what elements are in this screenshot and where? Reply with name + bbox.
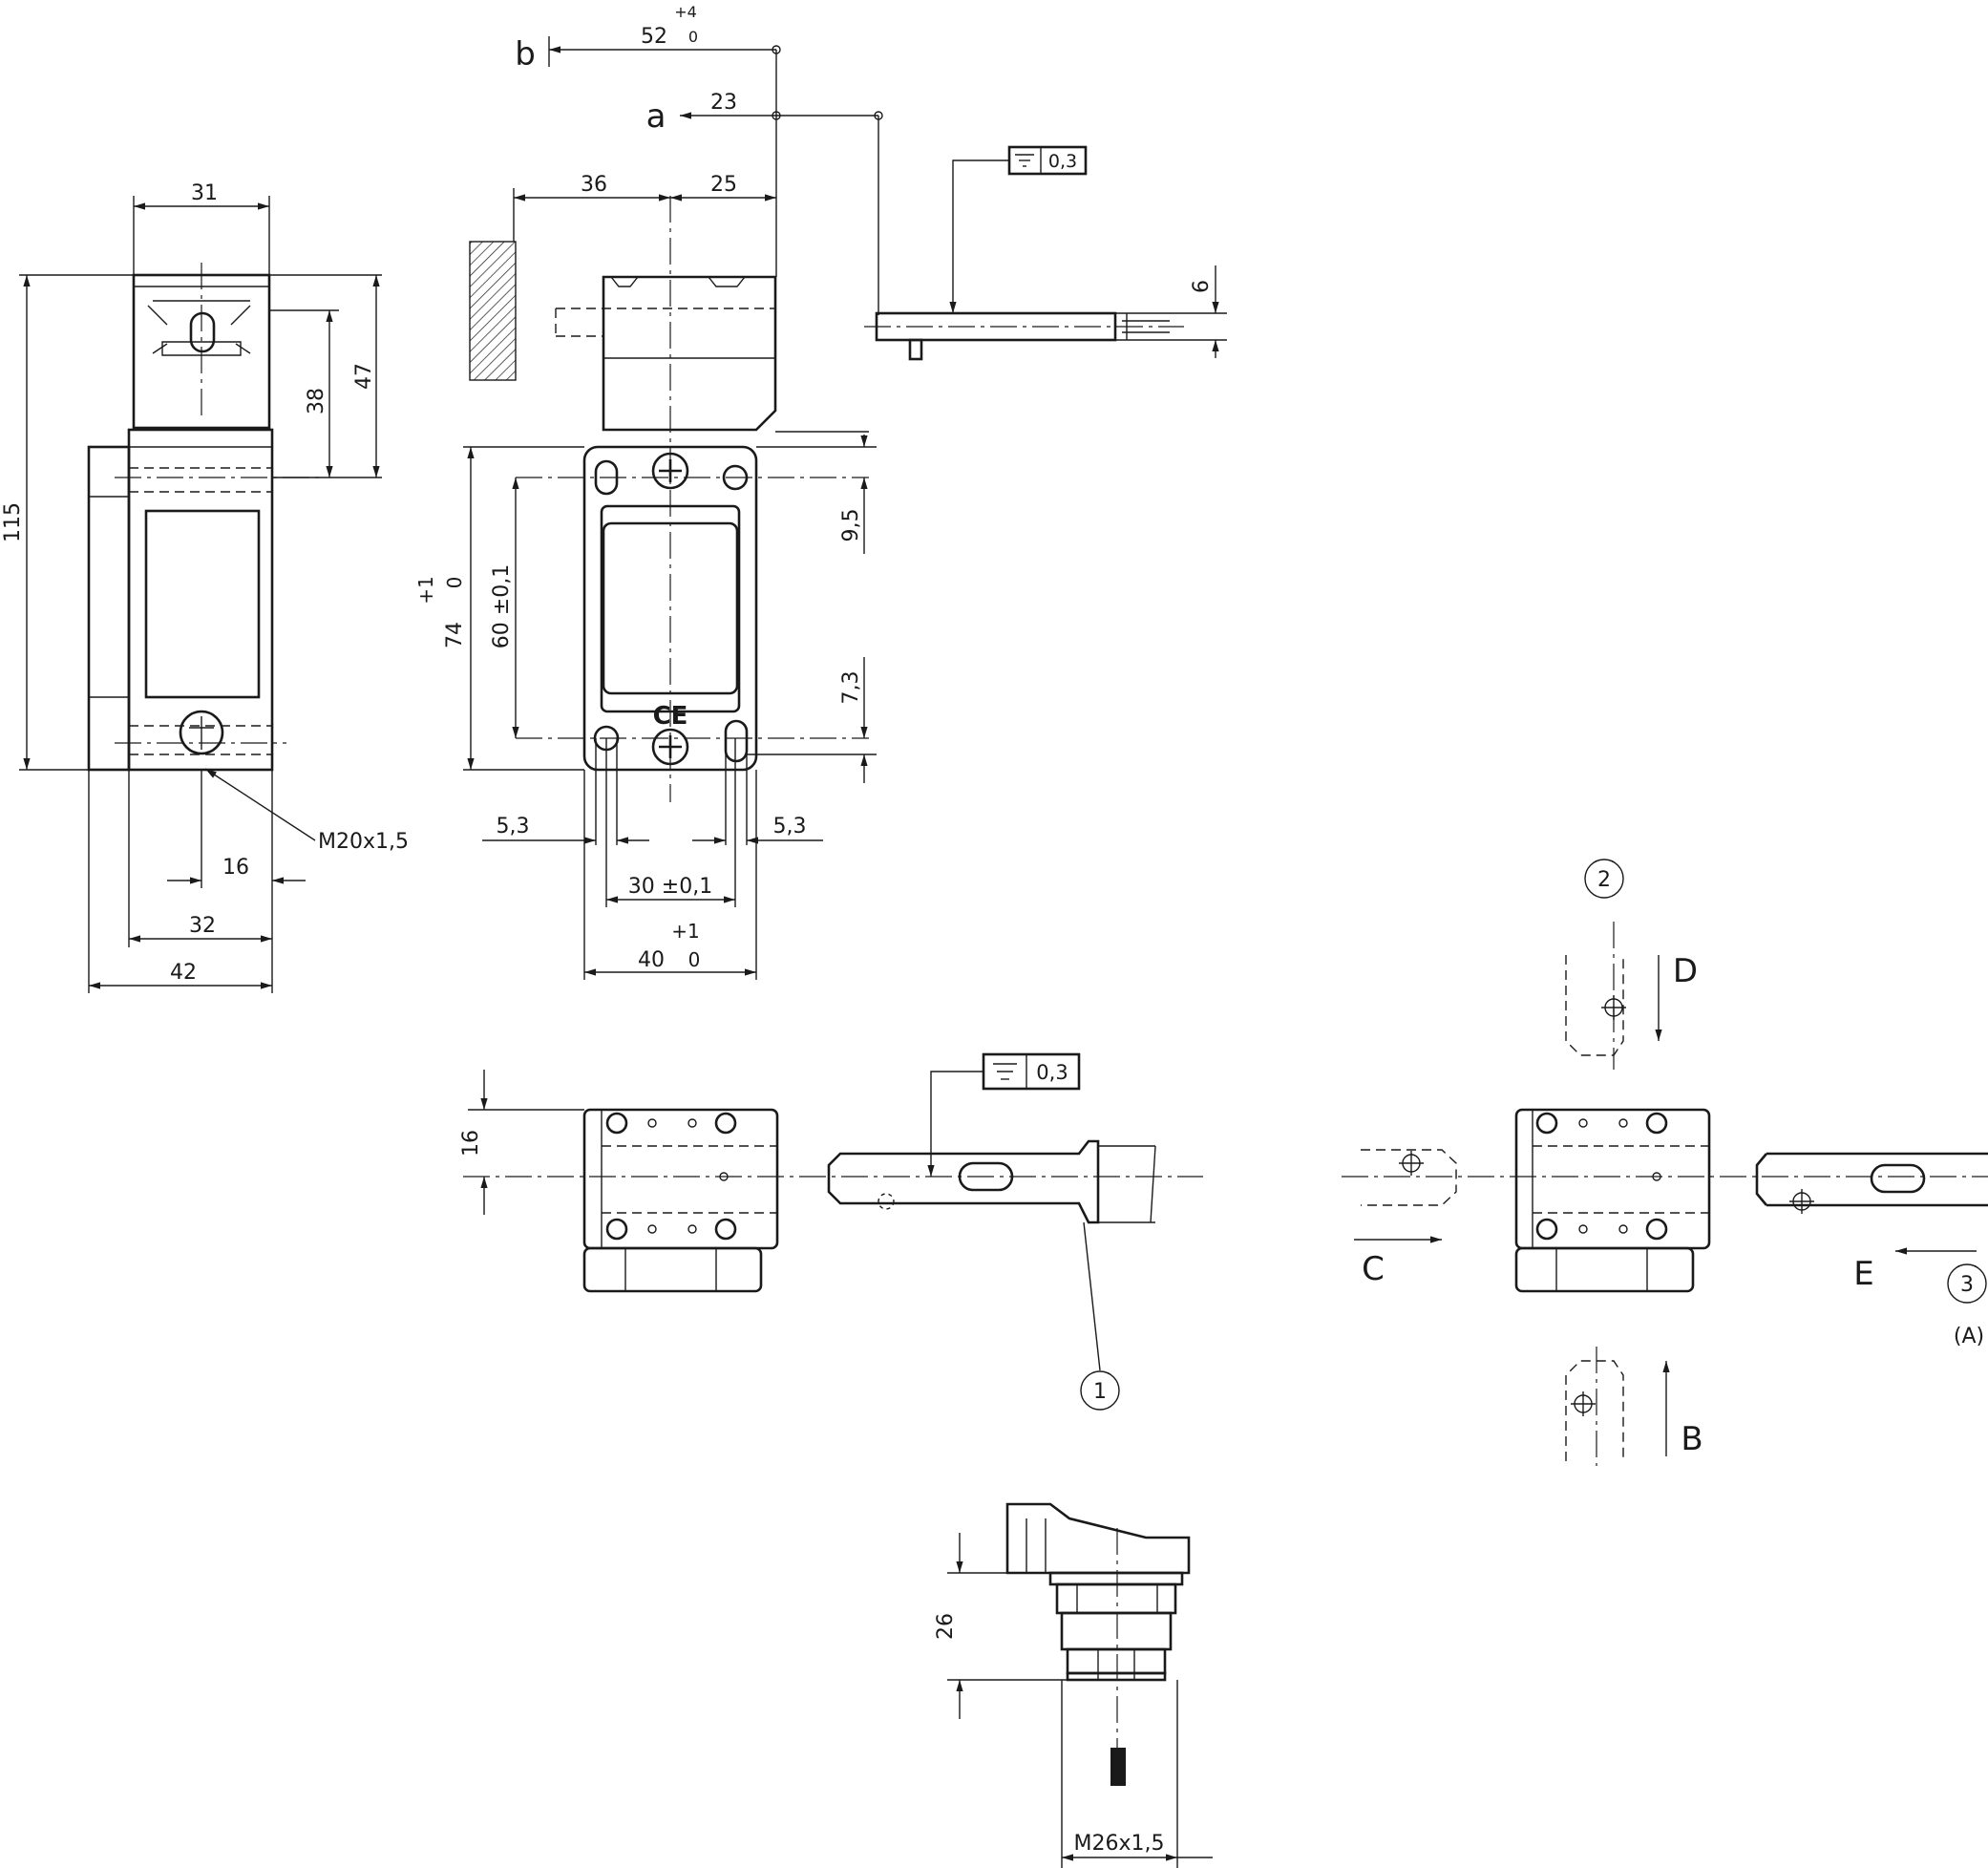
connector-pin	[1110, 1748, 1126, 1786]
dim-40: 40	[638, 948, 665, 972]
dim-30: 30 ±0,1	[628, 875, 712, 899]
callout-3: 3	[1960, 1273, 1974, 1297]
dim-40-tol-up: +1	[671, 920, 699, 943]
dim-36: 36	[581, 173, 607, 197]
label-a: a	[646, 97, 666, 136]
direction-e: E	[1853, 1255, 1873, 1293]
cable-entry-view: 26 M26x1,5	[934, 1502, 1213, 1868]
screw-bottom	[651, 728, 689, 766]
dim-52-tol-lo: 0	[688, 28, 698, 46]
top-view-with-actuator: 0,3 16 1	[459, 1052, 1203, 1411]
direction-d: D	[1673, 952, 1698, 990]
thread-m20: M20x1,5	[318, 830, 409, 854]
dim-31: 31	[191, 181, 218, 205]
label-a-paren: (A)	[1954, 1325, 1984, 1348]
dim-16b: 16	[459, 1130, 483, 1157]
dim-52-tol-up: +4	[674, 3, 697, 21]
approach-directions-view: C E 3 (A) D 2 B	[1342, 859, 1988, 1466]
dim-42: 42	[170, 961, 197, 985]
dim-26: 26	[934, 1613, 958, 1640]
dim-6: 6	[1190, 280, 1214, 293]
dim-23: 23	[710, 91, 737, 115]
front-view: CE 52 +4 0 b 23 a 36 25 74 +1	[414, 3, 883, 980]
dim-40-tol-lo: 0	[688, 948, 701, 971]
direction-c: C	[1362, 1250, 1385, 1288]
dim-32: 32	[189, 914, 216, 938]
callout-2: 2	[1597, 868, 1611, 892]
direction-b: B	[1681, 1420, 1702, 1458]
dim-74-tol-lo: 0	[443, 577, 466, 589]
actuator-side-view: 0,3 6	[864, 145, 1227, 361]
dim-5-3-left: 5,3	[497, 815, 530, 838]
flatness-value-2: 0,3	[1036, 1061, 1068, 1084]
dim-52: 52	[641, 25, 667, 49]
thread-m26: M26x1,5	[1074, 1832, 1165, 1856]
label-b: b	[515, 35, 536, 74]
dim-115: 115	[1, 502, 25, 542]
flatness-value: 0,3	[1048, 151, 1077, 172]
dim-60: 60 ±0,1	[490, 564, 514, 648]
dim-5-3-right: 5,3	[773, 815, 807, 838]
dim-47: 47	[352, 363, 376, 390]
callout-1: 1	[1093, 1380, 1107, 1404]
screw-top	[651, 452, 689, 490]
ce-mark: CE	[653, 702, 688, 731]
dim-25: 25	[710, 173, 737, 197]
dim-74-tol-up: +1	[414, 576, 437, 604]
dim-16: 16	[222, 856, 249, 880]
dim-7-3: 7,3	[839, 671, 863, 705]
dim-38: 38	[305, 388, 328, 414]
dim-74: 74	[443, 622, 467, 648]
side-view: 31 115 38 47 M20x1,5 16 32 42	[1, 181, 409, 993]
dim-9-5: 9,5	[839, 509, 863, 542]
